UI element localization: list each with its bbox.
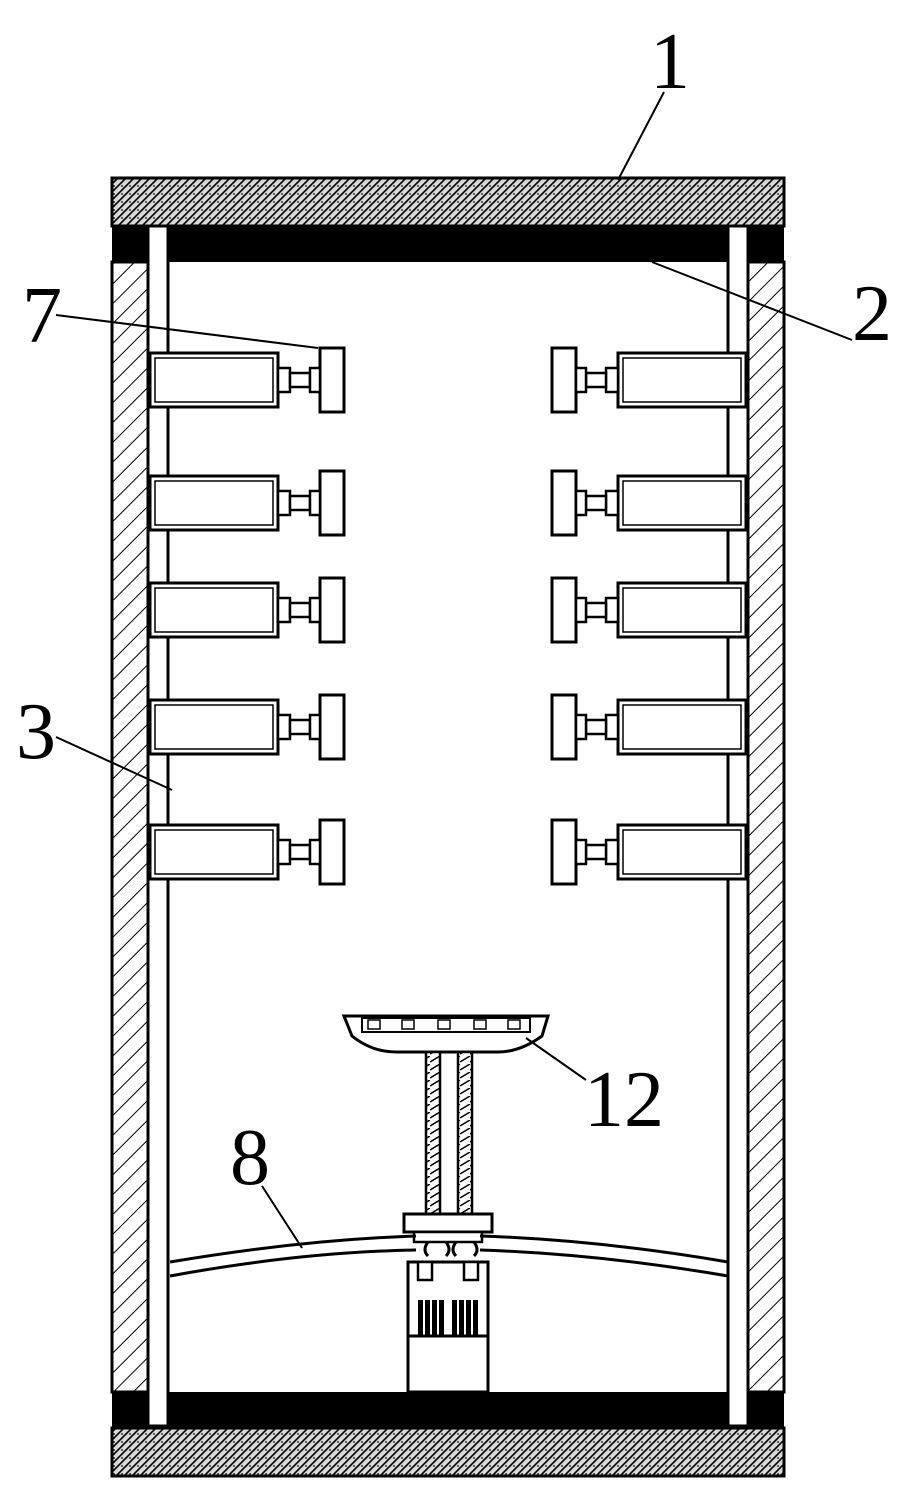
cylinder-right-2	[550, 469, 748, 537]
leader-8	[261, 1185, 303, 1249]
cylinder-left-3	[148, 576, 346, 644]
left-wall	[110, 260, 150, 1394]
bottom-plate	[110, 1426, 786, 1478]
leader-12	[525, 1037, 587, 1081]
leader-2	[651, 261, 853, 341]
leader-3	[55, 736, 173, 791]
lift-rod-left	[424, 1050, 442, 1216]
callout-7: 7	[22, 272, 62, 360]
leader-1	[617, 91, 665, 181]
leader-7	[55, 314, 319, 349]
callout-8: 8	[230, 1114, 270, 1202]
cylinder-right-5	[550, 818, 748, 886]
callout-2: 2	[852, 270, 892, 358]
lift-rod-right	[456, 1050, 474, 1216]
cylinder-right-4	[550, 693, 748, 761]
cylinder-right-3	[550, 576, 748, 644]
cylinder-array	[148, 346, 748, 886]
cylinder-left-5	[148, 818, 346, 886]
base-motor	[406, 1260, 490, 1394]
connector-block	[402, 1212, 494, 1258]
callout-1: 1	[650, 18, 690, 106]
bottom-band	[112, 1392, 784, 1428]
callout-12: 12	[584, 1056, 664, 1144]
leader-lines	[55, 91, 853, 1249]
cylinder-left-2	[148, 469, 346, 537]
cylinder-left-4	[148, 693, 346, 761]
top-band	[112, 226, 784, 262]
tray	[341, 1014, 551, 1054]
callout-3: 3	[16, 688, 56, 776]
cylinder-right-1	[550, 346, 748, 414]
cylinder-left-1	[148, 346, 346, 414]
spring-arms	[169, 1234, 729, 1278]
right-wall	[746, 260, 786, 1394]
top-plate	[110, 176, 786, 228]
